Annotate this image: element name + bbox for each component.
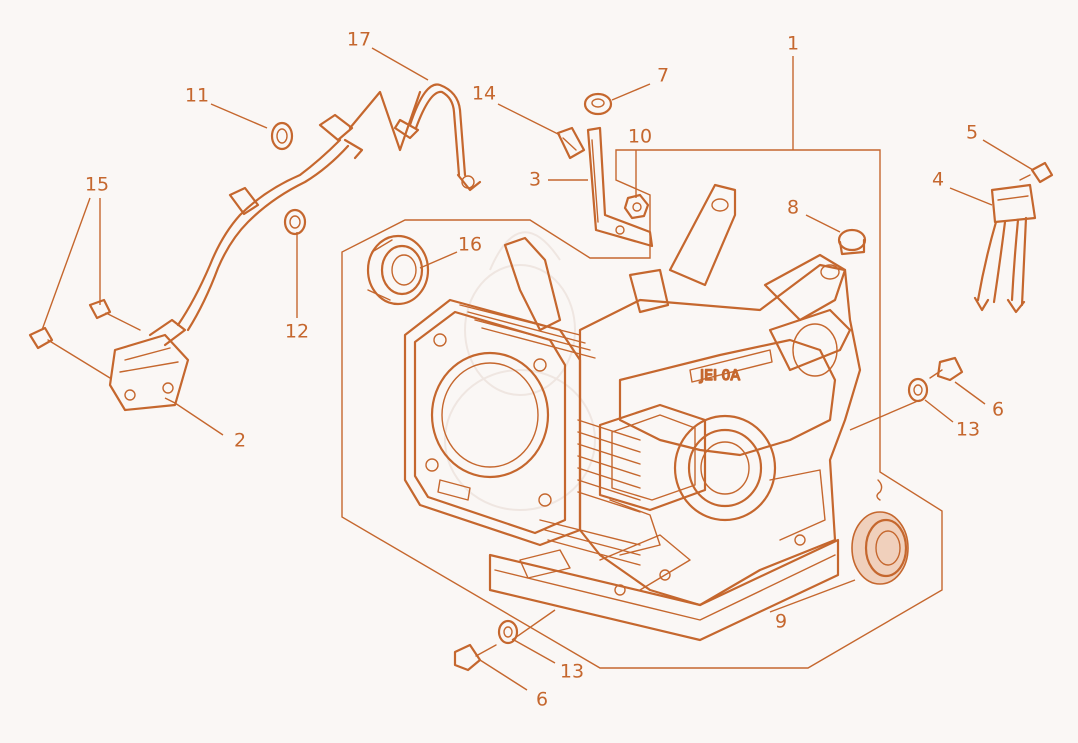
- part-washer-12: [283, 208, 307, 236]
- callout-15: 15: [85, 174, 109, 196]
- part-screw-5: [1019, 161, 1054, 184]
- callout-labels: 1 2 3 4 5 6 6 7 8 9 10 11 12 13 13 14 15…: [85, 29, 1004, 711]
- part-bracket-3: [586, 126, 654, 248]
- part-wire-harness: [176, 90, 422, 332]
- callout-1: 1: [787, 33, 799, 55]
- callout-13-bottom: 13: [560, 661, 584, 683]
- part-bolt-6-right: [929, 356, 964, 382]
- part-grommet-7: [583, 92, 613, 116]
- callout-6-right: 6: [992, 399, 1004, 421]
- part-bolt-6-bottom: [453, 643, 497, 672]
- part-oil-seal-16: [366, 234, 430, 306]
- svg-text:JEI 0A: JEI 0A: [699, 368, 740, 384]
- callout-12: 12: [285, 321, 309, 343]
- part-oil-sensor-4: [973, 183, 1037, 314]
- callout-7: 7: [657, 65, 669, 87]
- callout-6-bottom: 6: [536, 689, 548, 711]
- callout-4: 4: [932, 169, 944, 191]
- part-stop-wire: [393, 83, 482, 192]
- frame-crankcase-assembly: [341, 149, 943, 669]
- part-washer-13-bottom: [497, 619, 519, 645]
- callout-9: 9: [775, 611, 787, 633]
- callout-3: 3: [529, 169, 541, 191]
- part-ignition-coil: [108, 318, 190, 412]
- part-washer-13-right: [907, 377, 929, 403]
- part-crankcase-1: JEI 0A: [403, 183, 862, 642]
- part-oil-seal-9: [851, 479, 909, 585]
- part-washer-11: [270, 121, 294, 151]
- callout-10: 10: [628, 126, 652, 148]
- assembly-frames: [341, 149, 943, 669]
- callout-17: 17: [347, 29, 371, 51]
- part-plug-8: [837, 228, 867, 256]
- callout-8: 8: [787, 197, 799, 219]
- watermark-logo: [444, 231, 596, 511]
- callout-14: 14: [472, 83, 496, 105]
- callout-5: 5: [966, 122, 978, 144]
- part-nut-10: [623, 193, 650, 220]
- callout-13-right: 13: [956, 419, 980, 441]
- part-coil-bolts: [28, 298, 141, 379]
- callout-2: 2: [234, 430, 246, 452]
- callout-11: 11: [185, 85, 209, 107]
- part-bolt-14: [556, 126, 586, 160]
- leader-lines: [41, 47, 1034, 691]
- callout-16: 16: [458, 234, 482, 256]
